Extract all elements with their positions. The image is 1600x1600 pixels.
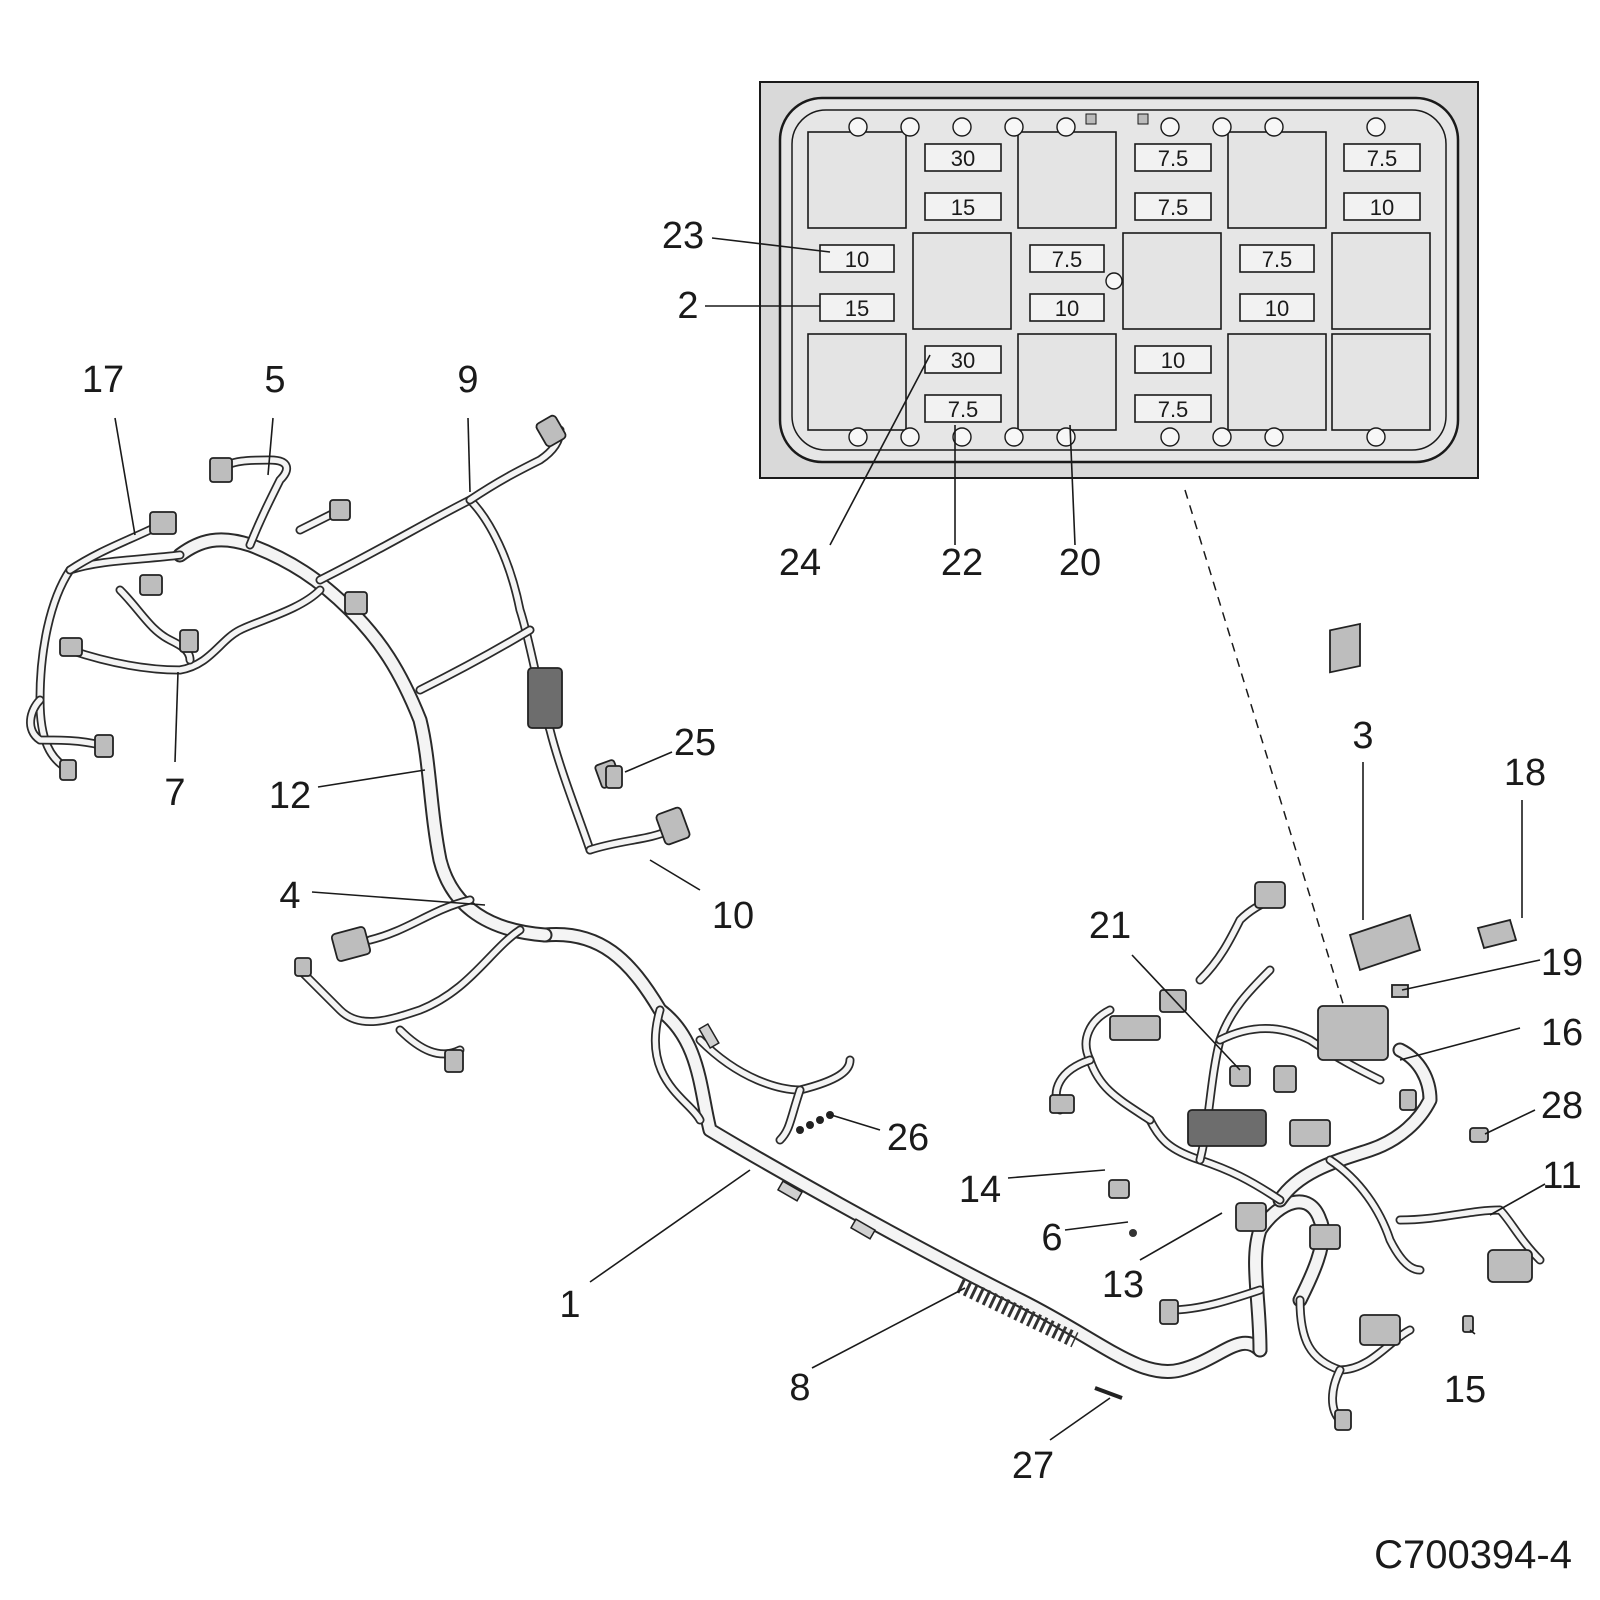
callout-28: 28 — [1541, 1085, 1583, 1127]
fuse-rating: 7.5 — [1262, 247, 1293, 272]
fuse — [1134, 345, 1212, 374]
fuse — [924, 192, 1002, 221]
relay-socket — [1227, 333, 1327, 431]
callout-15: 15 — [1444, 1369, 1486, 1411]
fuse — [924, 143, 1002, 172]
callout-3: 3 — [1352, 715, 1373, 757]
callout-7: 7 — [164, 772, 185, 814]
fuse-box-tray-rim — [791, 109, 1447, 451]
nut-part-6 — [1129, 1229, 1137, 1237]
fuse — [1134, 394, 1212, 423]
callout-21: 21 — [1089, 905, 1131, 947]
callout-19: 19 — [1541, 942, 1583, 984]
callout-1: 1 — [559, 1284, 580, 1326]
fuse-rating: 7.5 — [1158, 195, 1189, 220]
relay-socket — [1331, 232, 1431, 330]
fuse-rating: 10 — [1265, 296, 1289, 321]
callout-22: 22 — [941, 542, 983, 584]
fuse-part-19 — [1391, 984, 1409, 998]
fuse — [1239, 293, 1315, 322]
callout-20: 20 — [1059, 542, 1101, 584]
callout-16: 16 — [1541, 1012, 1583, 1054]
fuse-rating: 7.5 — [1158, 146, 1189, 171]
fuse — [924, 345, 1002, 374]
leader-lines — [114, 237, 1546, 1441]
fuse-box-detail: 30 7.5 7.5 15 7.5 10 10 7.5 7.5 15 10 10 — [759, 81, 1479, 479]
main-harness — [537, 926, 1268, 1379]
fuse — [1239, 244, 1315, 273]
callout-23: 23 — [662, 215, 704, 257]
callout-14: 14 — [959, 1169, 1001, 1211]
tray-tab — [1137, 113, 1149, 125]
terminal-part-27 — [1094, 1386, 1123, 1400]
fuse-rating: 10 — [1370, 195, 1394, 220]
callout-11: 11 — [1542, 1155, 1581, 1197]
callout-17: 17 — [82, 359, 124, 401]
callout-13: 13 — [1102, 1264, 1144, 1306]
fuse — [1134, 143, 1212, 172]
relay-socket — [1227, 131, 1327, 229]
relay-sockets — [807, 131, 1431, 431]
plug-part-28 — [1469, 1127, 1489, 1143]
tray-tab — [1085, 113, 1097, 125]
fuse-rating: 7.5 — [1367, 146, 1398, 171]
callout-5: 5 — [264, 359, 285, 401]
fuse-box-housing — [1317, 1005, 1389, 1061]
fuse — [1134, 192, 1212, 221]
relay-socket — [1017, 131, 1117, 229]
ecu-connector — [527, 667, 563, 729]
fuse-box-cover — [1348, 913, 1422, 972]
fuses: 30 7.5 7.5 15 7.5 10 10 7.5 7.5 15 10 10 — [819, 143, 1421, 423]
relay-socket — [1122, 232, 1222, 330]
callout-8: 8 — [789, 1367, 810, 1409]
fuse — [819, 293, 895, 322]
fuse — [819, 244, 895, 273]
terminal-part-15 — [1462, 1315, 1474, 1333]
fuse-label-part-3 — [1329, 622, 1361, 674]
front-harness — [26, 414, 691, 1073]
fuse-rating: 7.5 — [1052, 247, 1083, 272]
relay-socket — [1017, 333, 1117, 431]
fuse-rating: 10 — [1055, 296, 1079, 321]
drawing-number: C700394-4 — [1374, 1533, 1572, 1577]
cap-part-14 — [1108, 1179, 1130, 1199]
rear-harness — [605, 622, 1545, 1431]
fuse — [1029, 293, 1105, 322]
relay-socket — [807, 131, 907, 229]
fuse-rating: 10 — [845, 247, 869, 272]
detail-reference-line — [1184, 489, 1346, 1011]
fuse-rating: 30 — [951, 146, 975, 171]
callout-24: 24 — [779, 542, 821, 584]
fuse-rating: 15 — [845, 296, 869, 321]
relay-socket — [807, 333, 907, 431]
callout-10: 10 — [712, 895, 754, 937]
callout-25: 25 — [674, 722, 716, 764]
relay-socket — [912, 232, 1012, 330]
callout-9: 9 — [457, 359, 478, 401]
callout-26: 26 — [887, 1117, 929, 1159]
callout-6: 6 — [1041, 1217, 1062, 1259]
fuse-rating: 7.5 — [948, 397, 979, 422]
fuse-rating: 30 — [951, 348, 975, 373]
fuse — [924, 394, 1002, 423]
fuse — [1343, 143, 1421, 172]
relay-socket — [1331, 333, 1431, 431]
fuse — [1343, 192, 1421, 221]
fuse-rating: 10 — [1161, 348, 1185, 373]
sensor-part-25 — [605, 765, 623, 789]
fuse — [1029, 244, 1105, 273]
cover-latch-18 — [1476, 918, 1518, 950]
callout-labels: 23 2 24 22 20 17 5 9 7 12 4 25 10 26 1 8… — [82, 215, 1583, 1487]
callout-4: 4 — [279, 875, 300, 917]
callout-27: 27 — [1012, 1445, 1054, 1487]
fuse-rating: 7.5 — [1158, 397, 1189, 422]
callout-12: 12 — [269, 775, 311, 817]
callout-18: 18 — [1504, 752, 1546, 794]
ecu-connector — [1187, 1109, 1267, 1147]
callout-2: 2 — [677, 285, 698, 327]
fuse-rating: 15 — [951, 195, 975, 220]
